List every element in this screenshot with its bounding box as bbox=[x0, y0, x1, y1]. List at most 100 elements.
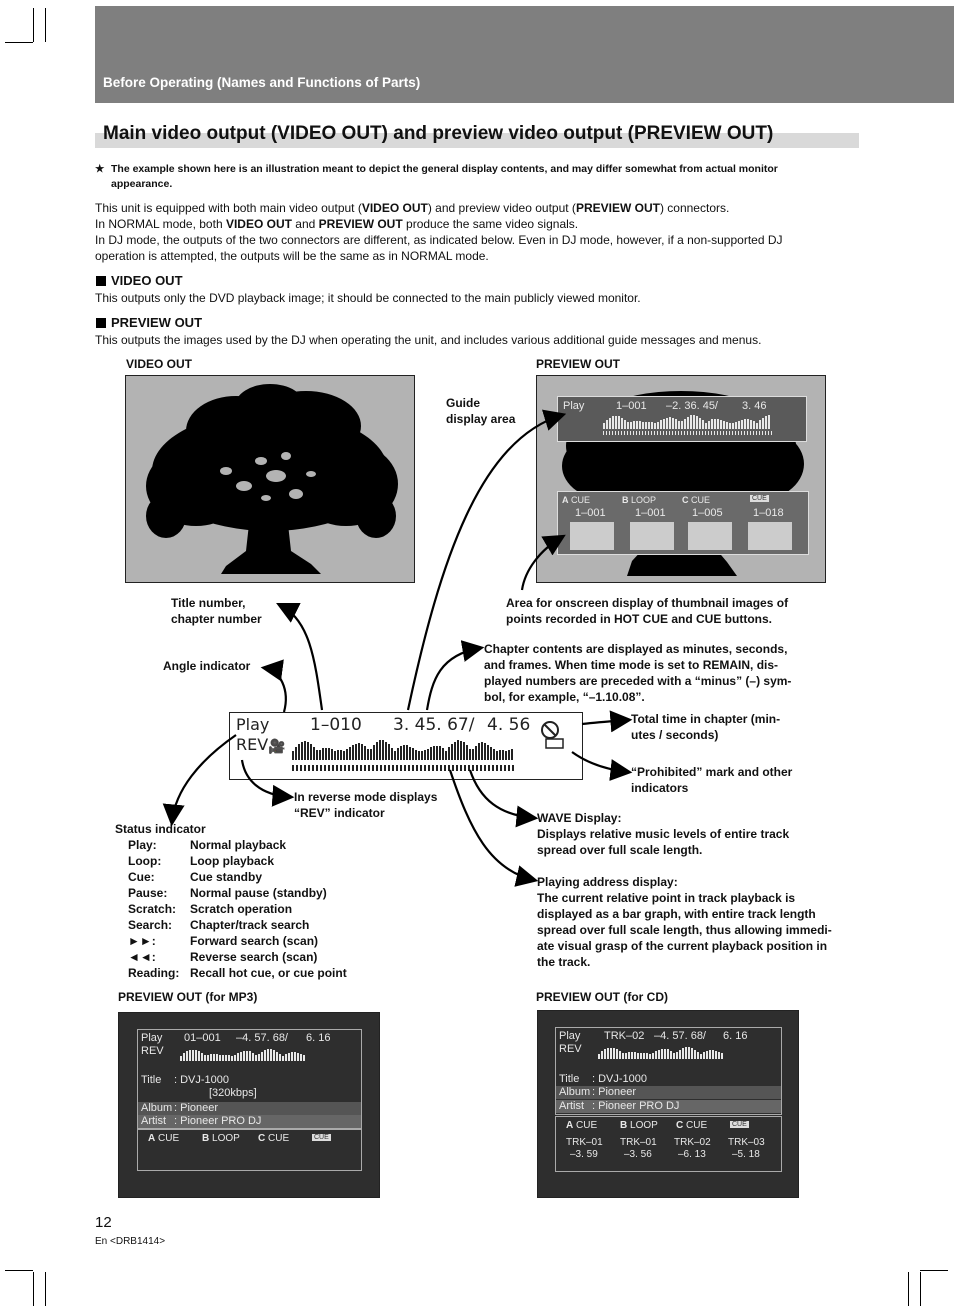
wave-bar bbox=[643, 1053, 645, 1059]
status-key: Reading: bbox=[128, 966, 180, 980]
wave-bar bbox=[613, 1048, 615, 1059]
wave-bar bbox=[222, 1055, 224, 1061]
wave-bar bbox=[291, 1052, 293, 1061]
wave-bar bbox=[703, 1052, 705, 1059]
wave-bar bbox=[331, 749, 333, 760]
wave-bar bbox=[663, 419, 665, 429]
wave-bar bbox=[487, 745, 489, 760]
hot-cue-b: B LOOP bbox=[620, 1120, 658, 1131]
artist-row-bg bbox=[556, 1100, 781, 1113]
wave-bar bbox=[379, 740, 381, 760]
preview-out-heading: PREVIEW OUT bbox=[111, 315, 203, 330]
rev-indicator: REV bbox=[559, 1043, 582, 1055]
wave-bar bbox=[307, 742, 309, 760]
label-line: and frames. When time mode is set to REM… bbox=[484, 658, 779, 672]
label-line: WAVE Display: bbox=[537, 811, 622, 825]
wave-bar bbox=[319, 750, 321, 760]
wave-bar bbox=[708, 421, 710, 429]
wave-bar bbox=[436, 746, 438, 760]
chapter-contents-label: Chapter contents are displayed as minute… bbox=[484, 641, 791, 705]
wave-bar bbox=[433, 746, 435, 760]
wave-bar bbox=[445, 751, 447, 760]
wave-bar bbox=[448, 747, 450, 760]
wave-bar bbox=[343, 751, 345, 760]
album-key: Album bbox=[559, 1086, 591, 1098]
wave-bar bbox=[627, 422, 629, 429]
wave-bar bbox=[207, 1055, 209, 1061]
angle-indicator-label: Angle indicator bbox=[163, 659, 251, 673]
total-time-label: Total time in chapter (min- utes / secon… bbox=[631, 711, 780, 743]
wave-bar bbox=[442, 748, 444, 760]
wave-bar bbox=[505, 751, 507, 760]
wave-bar bbox=[219, 1055, 221, 1061]
wave-bar bbox=[213, 1054, 215, 1061]
wave-bar bbox=[415, 750, 417, 760]
label-line: played numbers are preceded with a “minu… bbox=[484, 674, 792, 688]
title-value: : DVJ-1000 bbox=[174, 1074, 230, 1086]
status-value: Loop playback bbox=[190, 854, 275, 868]
wave-bar bbox=[765, 416, 767, 429]
wave-bar bbox=[334, 751, 336, 760]
wave-bar bbox=[621, 418, 623, 429]
wave-bar bbox=[693, 415, 695, 429]
hot-cue-c: C CUE bbox=[682, 495, 711, 505]
wave-bar bbox=[637, 1053, 639, 1059]
wave-bar bbox=[630, 422, 632, 429]
wave-bar bbox=[673, 1053, 675, 1059]
wave-bar bbox=[310, 744, 312, 760]
cue-time: –3. 59 bbox=[570, 1149, 598, 1160]
crop-mark bbox=[920, 1270, 948, 1271]
wave-display bbox=[598, 1045, 723, 1059]
wave-bar bbox=[192, 1050, 194, 1061]
video-out-figure-label: VIDEO OUT bbox=[126, 357, 193, 371]
wave-bar bbox=[610, 1048, 612, 1059]
crop-mark bbox=[908, 1272, 909, 1306]
wave-bar bbox=[735, 422, 737, 429]
wave-bar bbox=[231, 1056, 233, 1061]
cue-track: TRK–01 bbox=[620, 1137, 657, 1148]
wave-bar bbox=[723, 421, 725, 429]
document-code: En <DRB1414> bbox=[95, 1236, 166, 1247]
wave-display bbox=[292, 738, 513, 760]
wave-bar bbox=[628, 1052, 630, 1059]
thumbnail-house bbox=[748, 522, 792, 550]
wave-bar bbox=[322, 748, 324, 760]
wave-bar bbox=[619, 1051, 621, 1059]
label-line: “Prohibited” mark and other bbox=[631, 765, 793, 779]
bitrate: [320kbps] bbox=[209, 1087, 257, 1099]
wave-bar bbox=[240, 1052, 242, 1061]
wave-bar bbox=[364, 746, 366, 760]
preview-out-figure-label: PREVIEW OUT bbox=[536, 357, 621, 371]
wave-bar bbox=[469, 749, 471, 760]
hot-cue-b: B LOOP bbox=[202, 1133, 240, 1144]
wave-bar bbox=[210, 1054, 212, 1061]
wave-bar bbox=[225, 1055, 227, 1061]
wave-bar bbox=[183, 1053, 185, 1061]
wave-bar bbox=[681, 421, 683, 429]
wave-bar bbox=[295, 747, 297, 760]
wave-bar bbox=[496, 751, 498, 760]
status-row: Play:Normal playback bbox=[128, 837, 388, 853]
note-star: ★ bbox=[95, 163, 105, 175]
hot-cue-b: B LOOP bbox=[622, 495, 657, 505]
wave-bar bbox=[615, 416, 617, 429]
guide-display-area: Play 1–001 –2. 36. 45/ 3. 46 bbox=[557, 396, 807, 442]
wave-bar bbox=[687, 417, 689, 429]
wave-bar bbox=[670, 1051, 672, 1059]
status-key: Search: bbox=[128, 918, 173, 932]
wave-bar bbox=[603, 423, 605, 429]
track-number: 01–001 bbox=[184, 1032, 221, 1044]
wave-bar bbox=[288, 1053, 290, 1061]
wave-bar bbox=[204, 1055, 206, 1061]
wave-bar bbox=[652, 1053, 654, 1059]
wave-bar bbox=[397, 748, 399, 760]
wave-display bbox=[603, 413, 770, 429]
wave-bar bbox=[261, 1052, 263, 1061]
title-value: : DVJ-1000 bbox=[592, 1073, 648, 1085]
track-number: TRK–02 bbox=[604, 1030, 645, 1042]
label-line: utes / seconds) bbox=[631, 728, 719, 742]
wave-bar bbox=[759, 420, 761, 429]
note-line: The example shown here is an illustratio… bbox=[111, 163, 778, 175]
wave-bar bbox=[661, 1049, 663, 1059]
